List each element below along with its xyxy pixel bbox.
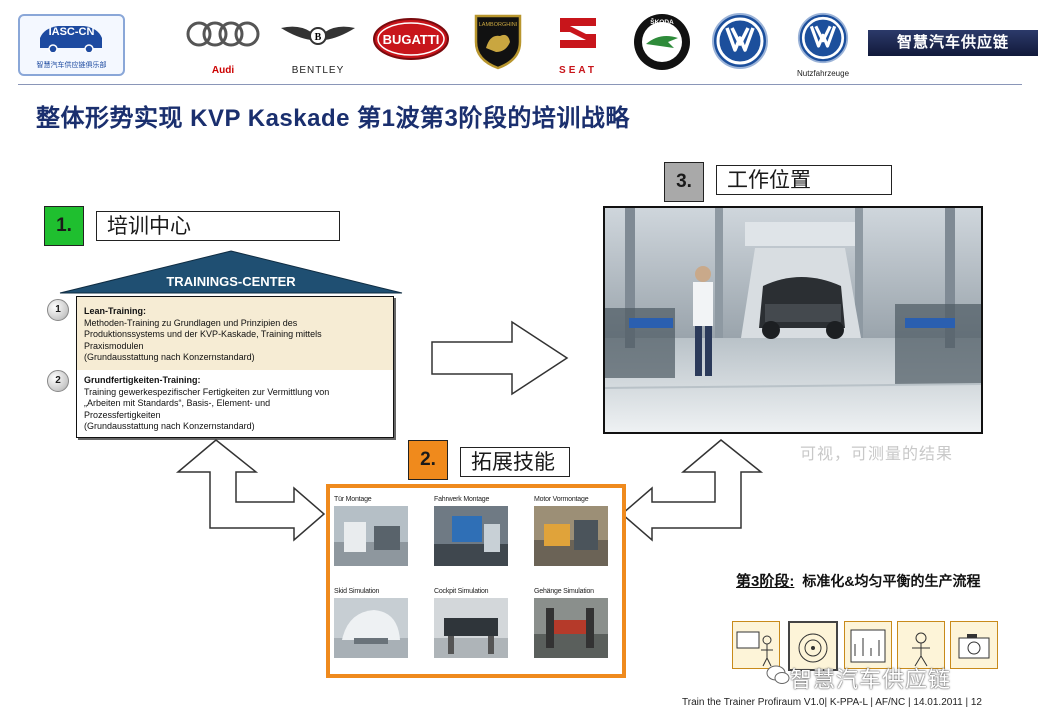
- basic-skills-text: Grundfertigkeiten-Training: Training gew…: [84, 375, 387, 433]
- workplace-photo: [603, 206, 983, 434]
- basic-skills-line: Prozessfertigkeiten: [84, 409, 161, 420]
- skill-caption: Skid Simulation: [334, 588, 380, 595]
- double-arrow-left: [175, 439, 326, 542]
- vw-commercial-caption: Nutzfahrzeuge: [796, 69, 850, 78]
- audi-caption: Audi: [211, 65, 235, 76]
- engine-preassembly-photo: [534, 506, 608, 566]
- skill-cell: Gehänge Simulation: [534, 586, 608, 663]
- skid-simulation-photo: [334, 598, 408, 658]
- lamborghini-caption: LAMBORGHINI: [479, 22, 518, 28]
- basic-skills-line: „Arbeiten mit Standards“, Basis-, Elemen…: [84, 398, 271, 408]
- skill-caption: Tür Montage: [334, 496, 372, 503]
- lean-training-line: Methoden-Training zu Grundlagen und Prin…: [84, 317, 298, 328]
- lean-training-section: [77, 297, 393, 370]
- lean-training-heading: Lean-Training:: [84, 306, 147, 316]
- step1-badge: 1.: [44, 206, 84, 246]
- skoda-arrow-icon: ŠKODA: [634, 14, 690, 70]
- seat-s-icon: [560, 18, 596, 48]
- step3-badge: 3.: [664, 162, 704, 202]
- bugatti-oval-icon: BUGATTI: [373, 18, 449, 60]
- lean-training-line: Produktionssystems und der KVP-Kaskade, …: [84, 329, 322, 339]
- double-arrow-right: [620, 439, 764, 542]
- slide-title: 整体形势实现 KVP Kaskade 第1波第3阶段的培训战略: [36, 105, 630, 132]
- item2-number: 2: [47, 370, 69, 392]
- skoda-logo: ŠKODA: [632, 12, 692, 76]
- stage3-text: 标准化&均匀平衡的生产流程: [802, 573, 981, 589]
- basic-skills-heading: Grundfertigkeiten-Training:: [84, 375, 201, 385]
- lean-training-line: (Grundausstattung nach Konzernstandard): [84, 352, 255, 362]
- skill-cell: Tür Montage: [334, 494, 408, 571]
- wechat-icon: [766, 665, 790, 684]
- right-arrow: [431, 320, 569, 396]
- bugatti-logo: BUGATTI: [372, 12, 450, 76]
- chassis-assembly-photo: [434, 506, 508, 566]
- review-step-icon: [950, 621, 998, 669]
- bugatti-caption: BUGATTI: [383, 32, 440, 47]
- person-icon: [912, 632, 930, 667]
- volkswagen-logo: [711, 12, 769, 76]
- audi-rings-icon: [186, 21, 260, 47]
- camera-icon: [958, 634, 990, 659]
- skoda-caption: ŠKODA: [650, 17, 674, 26]
- iasc-cn-logo: IASC-CN 智慧汽车供应链俱乐部: [18, 14, 125, 76]
- chart-board-icon: [850, 629, 886, 663]
- svg-text:B: B: [315, 32, 322, 43]
- hanger-simulation-photo: [534, 598, 608, 658]
- vw-commercial-logo: Nutzfahrzeuge: [788, 12, 858, 78]
- lean-training-line: Praxismodulen: [84, 340, 144, 351]
- step3-label: 工作位置: [716, 165, 892, 195]
- seat-logo: SEAT: [546, 12, 610, 76]
- bentley-caption: BENTLEY: [291, 65, 345, 76]
- iasc-abbr: IASC-CN: [48, 26, 95, 38]
- standards-step-icon: [844, 621, 892, 669]
- extended-skills-panel: Tür Montage Fahrwerk Montage Motor Vormo…: [326, 484, 626, 678]
- skill-caption: Gehänge Simulation: [534, 588, 594, 595]
- iasc-club-name: 智慧汽车供应链俱乐部: [36, 62, 107, 69]
- footer-text: Train the Trainer Profiraum V1.0| K-PPA-…: [682, 697, 982, 708]
- trainings-center-roof: [59, 250, 403, 294]
- skill-cell: Cockpit Simulation: [434, 586, 508, 663]
- lean-training-text: Lean-Training: Methoden-Training zu Grun…: [84, 306, 387, 364]
- visible-results-text: 可视，可测量的结果: [800, 446, 954, 463]
- skill-cell: Skid Simulation: [334, 586, 408, 663]
- stage3-label: 第3阶段:: [736, 573, 795, 590]
- teaching-icon: [736, 631, 773, 667]
- header-divider: [18, 84, 1022, 85]
- vw-commercial-icon: [797, 12, 849, 64]
- car-logo-icon: [40, 26, 102, 52]
- lamborghini-logo: LAMBORGHINI: [470, 12, 526, 76]
- trainings-center-title: TRAININGS-CENTER: [166, 274, 296, 289]
- vw-icon: [712, 13, 768, 69]
- skill-caption: Cockpit Simulation: [434, 588, 489, 595]
- bentley-wings-icon: B: [281, 26, 355, 45]
- seat-caption: SEAT: [559, 65, 597, 76]
- skill-cell: Fahrwerk Montage: [434, 494, 508, 571]
- bentley-logo: B BENTLEY: [279, 12, 357, 76]
- target-icon: [798, 633, 828, 663]
- lamborghini-shield-icon: LAMBORGHINI: [474, 14, 522, 70]
- step2-badge: 2.: [408, 440, 448, 480]
- item1-number: 1: [47, 299, 69, 321]
- basic-skills-line: Training gewerkespezifischer Fertigkeite…: [84, 386, 330, 397]
- watermark-text: 智慧汽车供应链: [790, 667, 952, 692]
- trainings-center-box: Lean-Training: Methoden-Training zu Grun…: [76, 296, 394, 438]
- step2-label: 拓展技能: [460, 447, 570, 477]
- stage3-caption: 第3阶段: 标准化&均匀平衡的生产流程: [736, 570, 980, 591]
- cockpit-simulation-photo: [434, 598, 508, 658]
- skill-caption: Fahrwerk Montage: [434, 496, 490, 503]
- experiment-step-icon: [897, 621, 945, 669]
- training-step-icon: [732, 621, 780, 669]
- step1-label: 培训中心: [96, 211, 340, 241]
- supply-chain-tagline: 智慧汽车供应链: [868, 30, 1038, 56]
- skill-caption: Motor Vormontage: [534, 496, 589, 503]
- basic-skills-line: (Grundausstattung nach Konzernstandard): [84, 421, 255, 431]
- analysis-step-icon: [788, 621, 838, 671]
- audi-logo: Audi: [184, 12, 262, 76]
- factory-floor-image: [605, 208, 981, 432]
- door-assembly-photo: [334, 506, 408, 566]
- skill-cell: Motor Vormontage: [534, 494, 608, 571]
